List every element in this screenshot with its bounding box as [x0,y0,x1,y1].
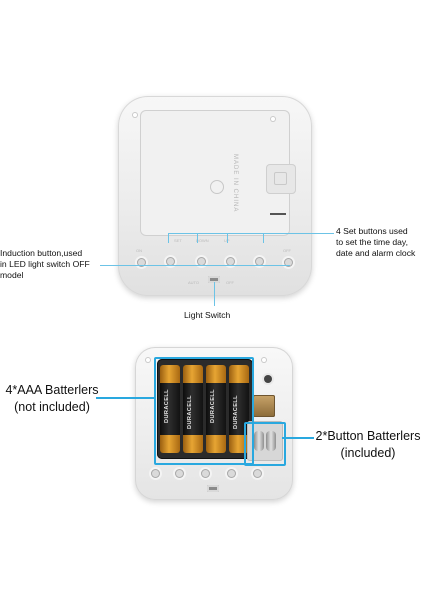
sensor-icon [274,172,287,185]
light-sensor-window [266,164,296,194]
aaa-title: 4*AAA Batterlers [5,383,99,397]
down-label: DOWN [196,238,209,243]
induction-button[interactable] [151,469,160,478]
battery-cap [160,365,180,383]
alarm-button[interactable] [255,257,264,266]
light-switch[interactable] [208,276,220,283]
battery-cover: MADE IN CHINA [140,110,290,236]
auto-label: AUTO [188,280,200,285]
aaa-highlight-box [154,357,254,465]
clock-back-top-view: MADE IN CHINA SET DOWN UP ON OFF AUTO OF… [118,96,312,296]
aaa-battery: DURACELL [160,365,180,453]
coin-battery [266,431,276,451]
on-label: ON [136,248,142,253]
bracket-tick [197,233,198,243]
aaa-leader-line [96,397,154,399]
screw-icon [145,357,151,363]
alarm-button[interactable] [253,469,262,478]
aaa-callout: 4*AAA Batterlers (not included) [5,382,99,416]
set-label: SET [174,238,182,243]
screw-icon [132,112,138,118]
off-label: OFF [283,248,291,253]
screw-icon [270,116,276,122]
set-buttons-bracket [168,233,264,234]
callout-line-3: model [0,270,24,280]
set-button[interactable] [175,469,184,478]
recycle-symbol-icon [210,180,224,194]
switch-off-label: OFF [226,280,234,285]
aaa-battery: DURACELL [206,365,226,453]
down-button[interactable] [197,257,206,266]
induction-callout: Induction button,used in LED light switc… [0,248,90,281]
screw-icon [261,357,267,363]
set-buttons-callout: 4 Set buttons used to set the time day, … [336,226,415,259]
up-button[interactable] [226,257,235,266]
bracket-tick [263,233,264,243]
side-button[interactable] [284,258,293,267]
callout-line-2: in LED light switch OFF [0,259,90,269]
down-button[interactable] [201,469,210,478]
induction-button[interactable] [137,258,146,267]
callout-line-2: to set the time day, [336,237,408,247]
aaa-note: (not included) [14,400,90,414]
button-callout: 2*Button Batterlers (included) [312,428,424,462]
coin-battery [254,431,264,451]
battery-contact-clip [253,395,275,417]
made-in-label: MADE IN CHINA [232,154,238,213]
battery-cap [160,435,180,453]
up-button[interactable] [227,469,236,478]
hanging-hole-icon [264,375,272,383]
aaa-battery-bay: DURACELL DURACELL DURACELL DURACELL [157,359,253,459]
light-switch-leader-line [214,282,215,306]
induction-leader-line [100,265,290,266]
callout-line-3: date and alarm clock [336,248,416,258]
clock-back-open-view: DURACELL DURACELL DURACELL DURACELL [135,347,293,500]
button-title: 2*Button Batterlers [315,429,421,443]
slot-mark [270,213,286,215]
light-switch[interactable] [207,485,219,492]
up-label: UP [224,238,230,243]
battery-cap [206,435,226,453]
battery-cap [206,365,226,383]
button-highlight-box [244,422,286,466]
callout-line-1: Induction button,used [0,248,83,258]
set-buttons-leader-line [264,233,334,234]
bracket-tick [227,233,228,243]
bracket-tick [168,233,169,243]
button-leader-line [282,437,314,439]
light-switch-callout: Light Switch [184,310,231,320]
set-button[interactable] [166,257,175,266]
callout-line-1: 4 Set buttons used [336,226,408,236]
button-note: (included) [340,446,396,460]
